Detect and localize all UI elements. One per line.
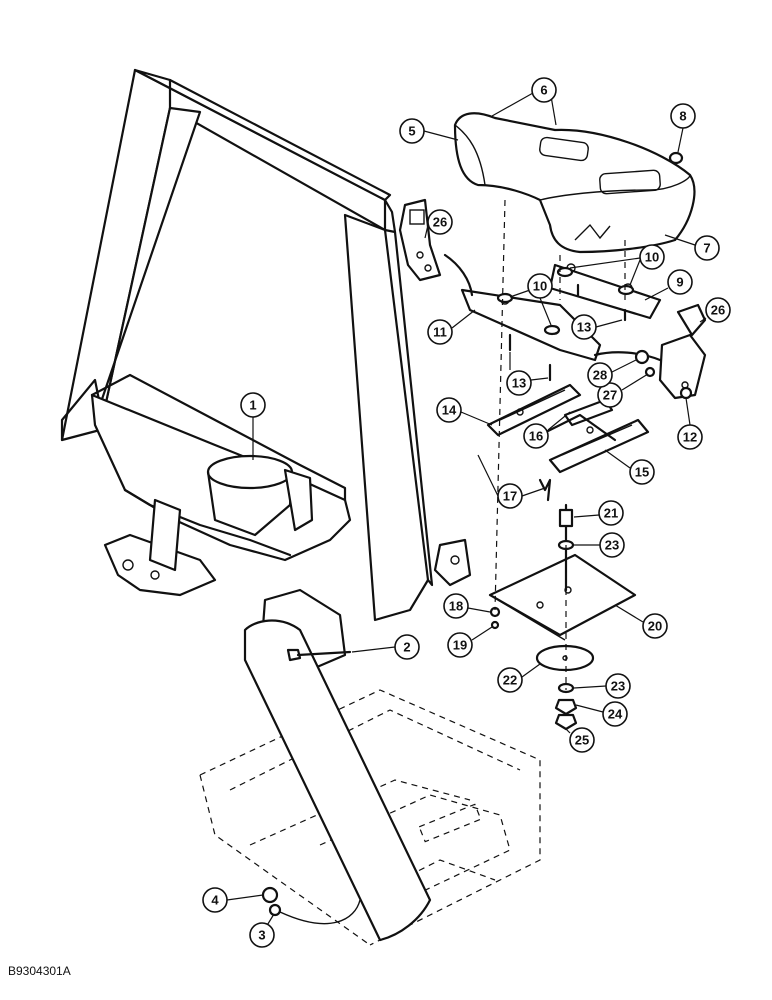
callout-label: 20 xyxy=(648,619,662,634)
callout-1: 1 xyxy=(240,392,266,460)
callout-21: 21 xyxy=(573,500,624,526)
callout-label: 13 xyxy=(577,320,591,335)
callout-label: 23 xyxy=(611,679,625,694)
callout-label: 2 xyxy=(403,640,410,655)
callout-4: 4 xyxy=(202,887,264,913)
callout-label: 7 xyxy=(703,241,710,256)
callout-5: 5 xyxy=(399,118,459,144)
callout-label: 13 xyxy=(512,376,526,391)
assembly-lines xyxy=(494,199,626,690)
callout-23b: 23 xyxy=(573,673,631,699)
callout-label: 22 xyxy=(503,673,517,688)
callout-13a: 13 xyxy=(571,314,623,340)
callout-13b: 13 xyxy=(506,352,549,396)
slide-rails xyxy=(486,383,650,474)
callout-19: 19 xyxy=(447,626,493,658)
callout-11: 11 xyxy=(427,309,476,345)
callout-28: 28 xyxy=(587,359,637,388)
mounting-plate xyxy=(488,503,637,641)
callout-label: 1 xyxy=(249,398,256,413)
callout-label: 21 xyxy=(604,506,618,521)
figure-id: B9304301A xyxy=(8,964,71,978)
pivot-disc xyxy=(535,644,595,672)
seat-belt-buckle-left xyxy=(398,198,474,297)
callout-label: 8 xyxy=(679,109,686,124)
callout-26b: 26 xyxy=(699,297,731,323)
callout-label: 6 xyxy=(540,83,547,98)
callout-label: 28 xyxy=(593,368,607,383)
seat-belt-buckle-right xyxy=(593,303,707,400)
callout-20: 20 xyxy=(614,604,668,639)
rops-frame xyxy=(60,68,472,682)
callout-23a: 23 xyxy=(574,532,625,558)
callout-10a: 10 xyxy=(569,244,665,286)
callout-22: 22 xyxy=(497,663,541,693)
callout-label: 26 xyxy=(711,303,725,318)
callout-3: 3 xyxy=(249,913,275,948)
callout-label: 17 xyxy=(503,489,517,504)
callout-8: 8 xyxy=(670,103,696,153)
callout-14: 14 xyxy=(436,397,493,426)
callout-10b: 10 xyxy=(509,273,553,326)
callout-16: 16 xyxy=(523,411,571,449)
callout-label: 3 xyxy=(258,928,265,943)
callout-label: 15 xyxy=(635,465,649,480)
callout-27: 27 xyxy=(597,373,649,408)
callout-15: 15 xyxy=(604,449,655,485)
callout-label: 24 xyxy=(608,707,623,722)
callout-label: 4 xyxy=(211,893,219,908)
callout-25: 25 xyxy=(565,727,595,753)
fasteners xyxy=(261,151,693,925)
callout-label: 12 xyxy=(683,430,697,445)
callout-label: 10 xyxy=(533,279,547,294)
callout-label: 16 xyxy=(529,429,543,444)
callout-label: 9 xyxy=(676,275,683,290)
shield-panel xyxy=(243,619,432,942)
callouts: 1 2 3 4 5 6 7 8 9 10 10 11 12 13 13 14 1… xyxy=(202,77,731,948)
callout-label: 14 xyxy=(442,403,457,418)
callout-17: 17 xyxy=(477,454,546,509)
seat-cushion xyxy=(453,112,696,254)
callout-label: 10 xyxy=(645,250,659,265)
callout-2: 2 xyxy=(351,634,420,660)
callout-label: 19 xyxy=(453,638,467,653)
callout-26a: 26 xyxy=(424,209,453,239)
callout-label: 26 xyxy=(433,215,447,230)
callout-9: 9 xyxy=(644,269,693,301)
callout-12: 12 xyxy=(677,397,703,450)
callout-label: 23 xyxy=(605,538,619,553)
callout-24: 24 xyxy=(575,701,628,727)
callout-7: 7 xyxy=(664,234,720,261)
callout-label: 27 xyxy=(603,388,617,403)
callout-label: 11 xyxy=(433,325,447,340)
callout-label: 5 xyxy=(408,124,415,139)
callout-6: 6 xyxy=(491,77,557,126)
callout-label: 18 xyxy=(449,599,463,614)
callout-label: 25 xyxy=(575,733,589,748)
callout-18: 18 xyxy=(443,593,491,619)
